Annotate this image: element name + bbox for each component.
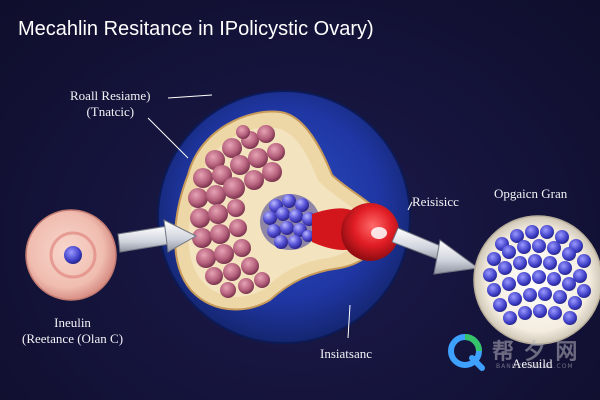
red-bulb xyxy=(341,203,399,261)
leader-bottom-center xyxy=(347,304,351,339)
label-bottom-center: Insiatsanc xyxy=(320,346,372,361)
pink-cell-cluster xyxy=(188,125,285,298)
leader-right xyxy=(407,201,413,211)
label-top-left-line1: Roall Resiame) xyxy=(70,88,151,103)
left-cell-ring xyxy=(49,231,97,279)
right-arrow xyxy=(391,227,480,275)
page-title: Mecahlin Resitance in IPolicystic Ovary) xyxy=(18,18,374,40)
leader-lines xyxy=(147,94,413,339)
red-bulb-highlight xyxy=(371,227,387,239)
label-top-left-line2: (Tnatcic) xyxy=(86,104,135,119)
label-bottom-left-line1: Ineulin xyxy=(54,315,91,330)
blue-granule-cluster xyxy=(483,225,591,325)
left-arrow xyxy=(117,219,198,253)
watermark-logo-icon xyxy=(448,334,485,371)
leader-top-left xyxy=(167,94,213,99)
watermark-subtext: BANGZHIWANG.COM xyxy=(496,363,574,370)
left-cell-nucleus xyxy=(64,246,82,264)
purple-oocyte-cluster xyxy=(260,194,320,250)
watermark: 帮 夕 网 BANGZHIWANG.COM xyxy=(446,332,596,372)
label-bottom-right: Aesuild xyxy=(512,356,553,371)
leader-top-left-2 xyxy=(147,117,189,159)
label-resistance: Reisisicc xyxy=(412,194,459,209)
label-bottom-left-line2: (Reetance (Olan C) xyxy=(22,331,124,346)
label-far-right: Opgaicn Gran xyxy=(494,186,568,201)
watermark-text: 帮 夕 网 xyxy=(492,340,579,365)
label-bottom-left: Ineulin (Reetance (Olan C) xyxy=(22,315,123,347)
label-top-left: Roall Resiame) (Tnatcic) xyxy=(70,88,151,120)
